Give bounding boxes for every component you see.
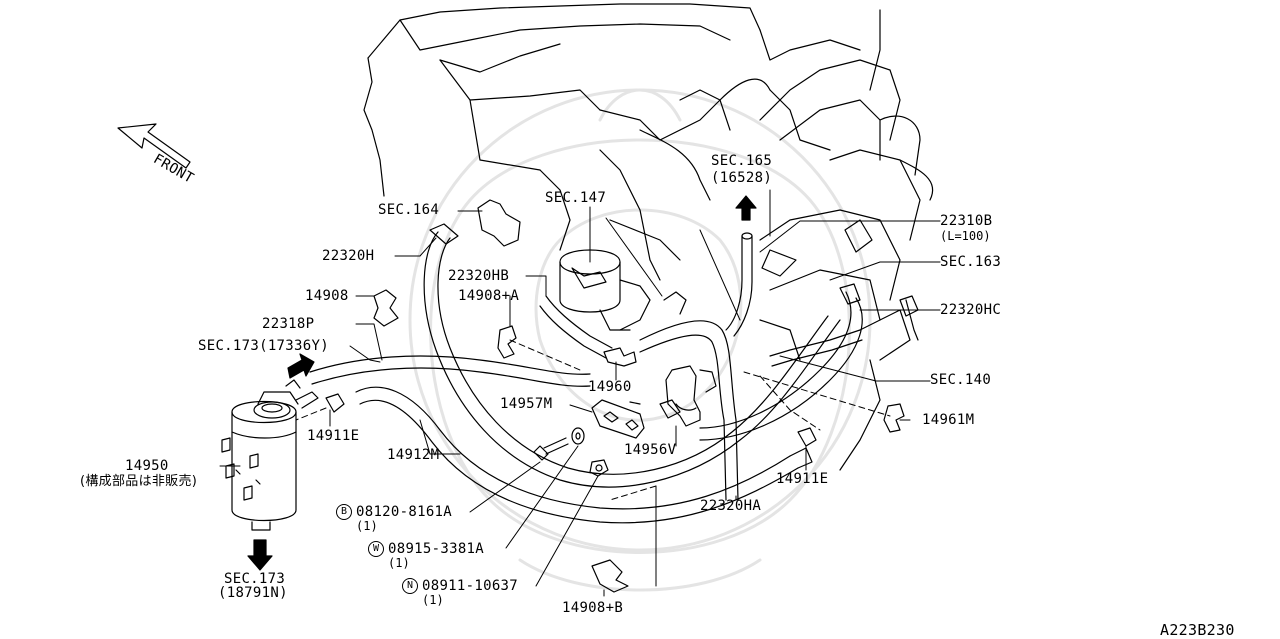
clamp-14911e-left	[325, 393, 345, 413]
label-sec165: SEC.165	[711, 153, 773, 169]
bolt-08120-8161a	[533, 437, 569, 461]
label-sec140: SEC.140	[930, 372, 992, 388]
label-14908: 14908	[305, 288, 349, 304]
bolt-symbol-icon: B	[336, 504, 352, 520]
nut-symbol-icon: N	[402, 578, 418, 594]
hose-sec140	[769, 329, 863, 367]
hose-22320hc	[699, 283, 863, 441]
label-sec173-bottom: SEC.173	[224, 571, 286, 587]
label-14961m: 14961M	[922, 412, 975, 428]
label-22310b-sub: (L=100)	[940, 229, 991, 243]
bracket-14957m	[591, 399, 645, 439]
label-sec147: SEC.147	[545, 190, 607, 206]
arrow-to-sec173-bottom	[247, 539, 273, 571]
label-nut-qty: (1)	[422, 593, 444, 607]
engine-block-outline	[363, 3, 881, 281]
watermark-emblem	[408, 88, 872, 592]
washer-symbol-icon: W	[368, 541, 384, 557]
front-arrow-icon	[117, 123, 191, 169]
label-sec173-bottom-sub: (18791N)	[218, 585, 288, 601]
label-sec173-top: SEC.173(17336Y)	[198, 338, 329, 354]
hose-22320ha	[639, 320, 739, 501]
hose-22320h	[423, 223, 841, 488]
nut-08911-10637	[589, 459, 609, 477]
bracket-sec164	[477, 199, 521, 247]
label-sec164: SEC.164	[378, 202, 440, 218]
valve-14956v	[659, 365, 717, 427]
label-14960: 14960	[588, 379, 632, 395]
label-14957m: 14957M	[500, 396, 553, 412]
label-14950-note: (構成部品は非販売)	[80, 474, 198, 489]
connector-14960	[603, 347, 637, 367]
clamp-14908b	[591, 559, 629, 593]
label-14908b: 14908+B	[562, 600, 624, 616]
hose-14912m	[355, 386, 813, 524]
label-14950: 14950	[125, 458, 169, 474]
clamp-14961m	[883, 403, 905, 433]
label-washer-qty: (1)	[388, 556, 410, 570]
intake-manifold	[759, 59, 934, 471]
label-bolt-qty: (1)	[356, 519, 378, 533]
label-22320hc: 22320HC	[940, 302, 1002, 318]
throttle-body-sec147	[559, 249, 687, 331]
label-22320hb: 22320HB	[448, 268, 510, 284]
leader-lines	[219, 189, 941, 597]
dashed-guides	[295, 339, 891, 501]
arrow-to-sec165	[735, 195, 757, 221]
label-14908a: 14908+A	[458, 288, 520, 304]
label-bolt-part: 08120-8161A	[356, 504, 453, 520]
label-22318p: 22318P	[262, 316, 315, 332]
washer-08915-3381a	[571, 427, 585, 445]
label-22310b: 22310B	[940, 213, 993, 229]
label-22320ha: 22320HA	[700, 498, 762, 514]
arrow-to-sec173-top	[287, 353, 315, 379]
label-sec165-sub: (16528)	[711, 170, 773, 186]
label-nut-part: 08911-10637	[422, 578, 519, 594]
clamp-14908a	[497, 325, 517, 359]
hose-22318p	[309, 355, 591, 387]
clamp-14908	[373, 289, 399, 327]
diagram-code: A223B230	[1160, 621, 1235, 639]
label-22320h: 22320H	[322, 248, 375, 264]
hose-22310b	[725, 232, 753, 337]
label-14911e-left: 14911E	[307, 428, 360, 444]
label-washer-part: 08915-3381A	[388, 541, 485, 557]
label-14956v: 14956V	[624, 442, 677, 458]
label-14911e-right: 14911E	[776, 471, 829, 487]
clamp-14911e-right	[797, 427, 817, 447]
canister-14950	[221, 379, 319, 531]
hose-22320hb	[539, 295, 613, 359]
label-sec163: SEC.163	[940, 254, 1002, 270]
label-14912m: 14912M	[387, 447, 440, 463]
